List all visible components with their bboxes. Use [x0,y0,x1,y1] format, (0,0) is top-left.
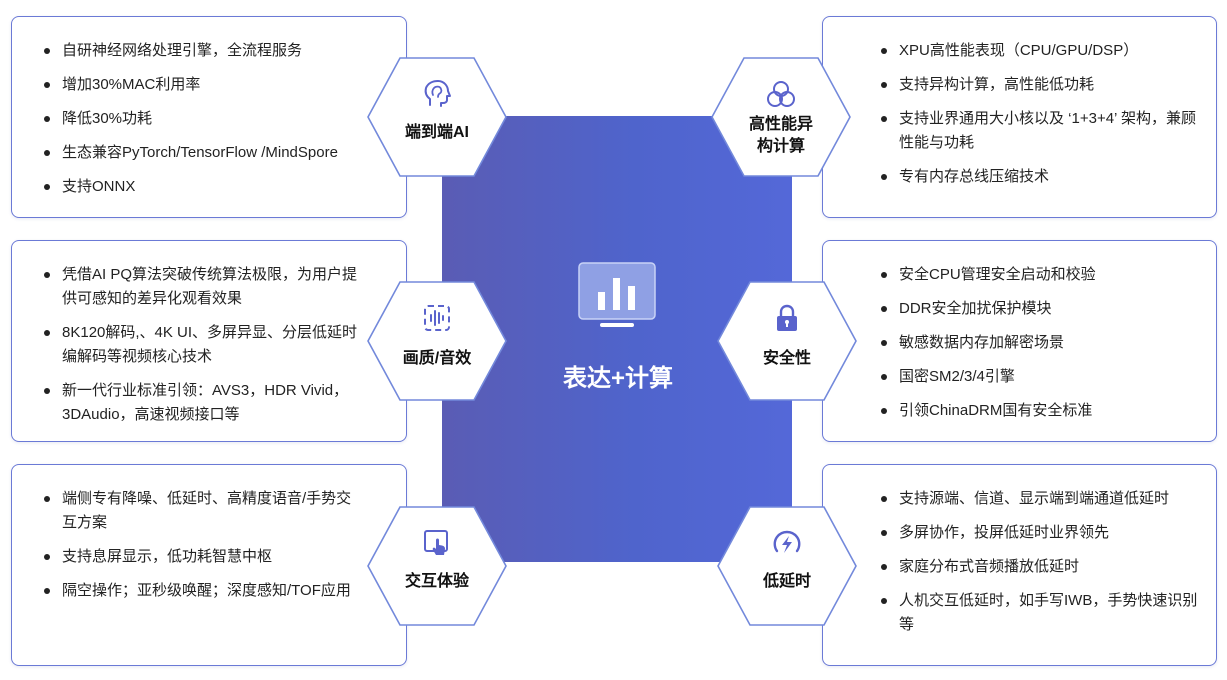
triple-circles-icon [767,81,795,107]
audio-wave-icon [424,305,450,331]
list-item: 人机交互低延时，如手写IWB，手势快速识别等 [879,589,1200,637]
hex-e2e-ai: 端到端AI [366,56,508,178]
card-interaction: 端侧专有降噪、低延时、高精度语音/手势交互方案 支持息屏显示，低功耗智慧中枢 隔… [11,464,407,666]
list-item: 安全CPU管理安全启动和校验 [879,263,1200,287]
list-item: 凭借AI PQ算法突破传统算法极限，为用户提供可感知的差异化观看效果 [42,263,362,311]
hex-security: 安全性 [716,280,858,402]
list-item: 支持ONNX [42,175,362,199]
lock-icon [777,304,797,331]
hex-label-line-2: 构计算 [756,138,805,155]
card-av: 凭借AI PQ算法突破传统算法极限，为用户提供可感知的差异化观看效果 8K120… [11,240,407,442]
bar-chart-monitor-icon [578,262,656,327]
hex-label: 交互体验 [404,573,469,590]
list-item: XPU高性能表现（CPU/GPU/DSP） [879,39,1200,63]
card-hetero: XPU高性能表现（CPU/GPU/DSP） 支持异构计算，高性能低功耗 支持业界… [822,16,1217,218]
card-latency: 支持源端、信道、显示端到端通道低延时 多屏协作，投屏低延时业界领先 家庭分布式音… [822,464,1217,666]
list-item: 多屏协作，投屏低延时业界领先 [879,521,1200,545]
hex-label-line-1: 高性能异 [748,116,813,133]
list-item: 支持异构计算，高性能低功耗 [879,73,1200,97]
card-e2e-ai: 自研神经网络处理引擎，全流程服务 增加30%MAC利用率 降低30%功耗 生态兼… [11,16,407,218]
hex-label: 低延时 [762,573,811,590]
list-item: 支持息屏显示，低功耗智慧中枢 [42,545,362,569]
list-item: 端侧专有降噪、低延时、高精度语音/手势交互方案 [42,487,362,535]
head-brain-icon [424,80,451,107]
touch-screen-icon [424,530,448,555]
list-item: 家庭分布式音频播放低延时 [879,555,1200,579]
list-item: 生态兼容PyTorch/TensorFlow /MindSpore [42,141,362,165]
list-item: 支持业界通用大小核以及 ‘1+3+4’ 架构，兼顾性能与功耗 [879,107,1200,155]
hex-latency: 低延时 [716,505,858,627]
list-item: 支持源端、信道、显示端到端通道低延时 [879,487,1200,511]
hex-label: 画质/音效 [402,350,472,367]
list-item: 8K120解码,、4K UI、多屏异显、分层低延时编解码等视频核心技术 [42,321,362,369]
list-item: 增加30%MAC利用率 [42,73,362,97]
list-item: 专有内存总线压缩技术 [879,165,1200,189]
list-item: 新一代行业标准引领：AVS3，HDR Vivid，3DAudio，高速视频接口等 [42,379,362,427]
hex-av: 画质/音效 [366,280,508,402]
list-item: DDR安全加扰保护模块 [879,297,1200,321]
hex-label: 端到端AI [404,124,469,141]
hex-label: 安全性 [762,350,811,367]
list-item: 隔空操作；亚秒级唤醒；深度感知/TOF应用 [42,579,362,603]
hex-interaction: 交互体验 [366,505,508,627]
list-item: 引领ChinaDRM国有安全标准 [879,399,1200,423]
list-item: 自研神经网络处理引擎，全流程服务 [42,39,362,63]
hex-hetero: 高性能异 构计算 [710,56,852,178]
lightning-gauge-icon [773,530,801,553]
center-title: 表达+计算 [562,365,673,392]
list-item: 降低30%功耗 [42,107,362,131]
card-security: 安全CPU管理安全启动和校验 DDR安全加扰保护模块 敏感数据内存加解密场景 国… [822,240,1217,442]
list-item: 敏感数据内存加解密场景 [879,331,1200,355]
list-item: 国密SM2/3/4引擎 [879,365,1200,389]
